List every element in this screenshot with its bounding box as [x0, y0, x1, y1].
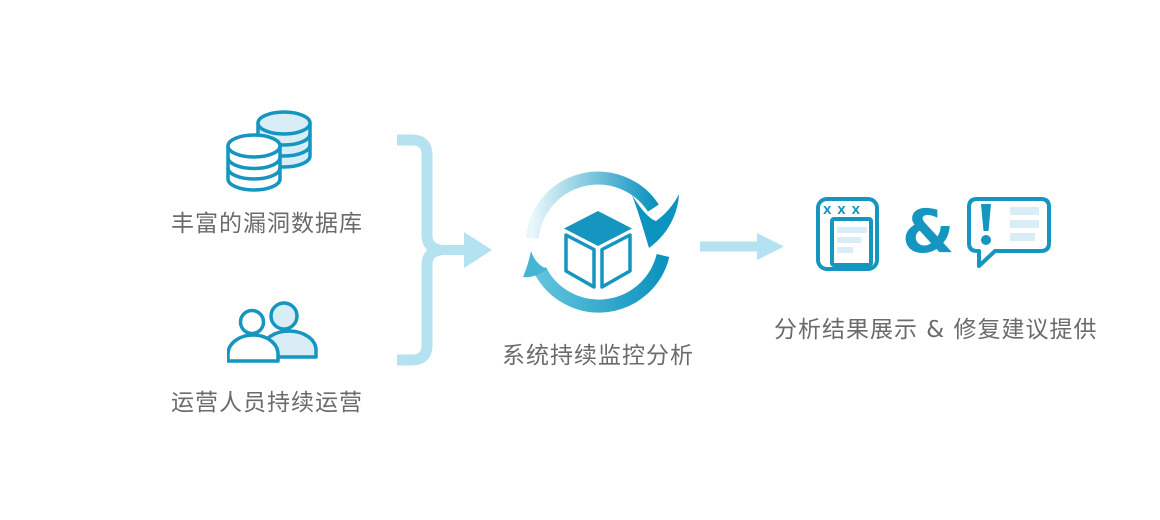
output-label: 分析结果展示 & 修复建议提供 — [774, 317, 1098, 343]
users-icon — [227, 301, 318, 363]
input-operators — [227, 297, 319, 365]
process-label: 系统持续监控分析 — [502, 343, 694, 369]
report-icon: X X X — [816, 197, 879, 271]
merge-brace-arrow — [390, 132, 495, 368]
brace-arrow-icon — [397, 134, 492, 366]
input-database-label: 丰富的漏洞数据库 — [171, 211, 363, 237]
report-header-text: X X X — [823, 204, 861, 217]
input-database — [224, 106, 314, 196]
ampersand-symbol: & — [902, 197, 955, 267]
alert-bubble-icon — [967, 197, 1051, 268]
database-icon — [226, 110, 312, 192]
output-advice — [966, 196, 1054, 272]
sync-cube-icon — [523, 171, 679, 313]
output-report: X X X — [816, 197, 879, 271]
input-operators-label: 运营人员持续运营 — [171, 390, 363, 416]
right-arrow-icon — [700, 233, 784, 260]
cube-top-face — [564, 211, 632, 246]
process-monitoring — [520, 167, 688, 321]
flow-arrow — [700, 233, 784, 260]
exclamation-mark — [981, 204, 991, 231]
